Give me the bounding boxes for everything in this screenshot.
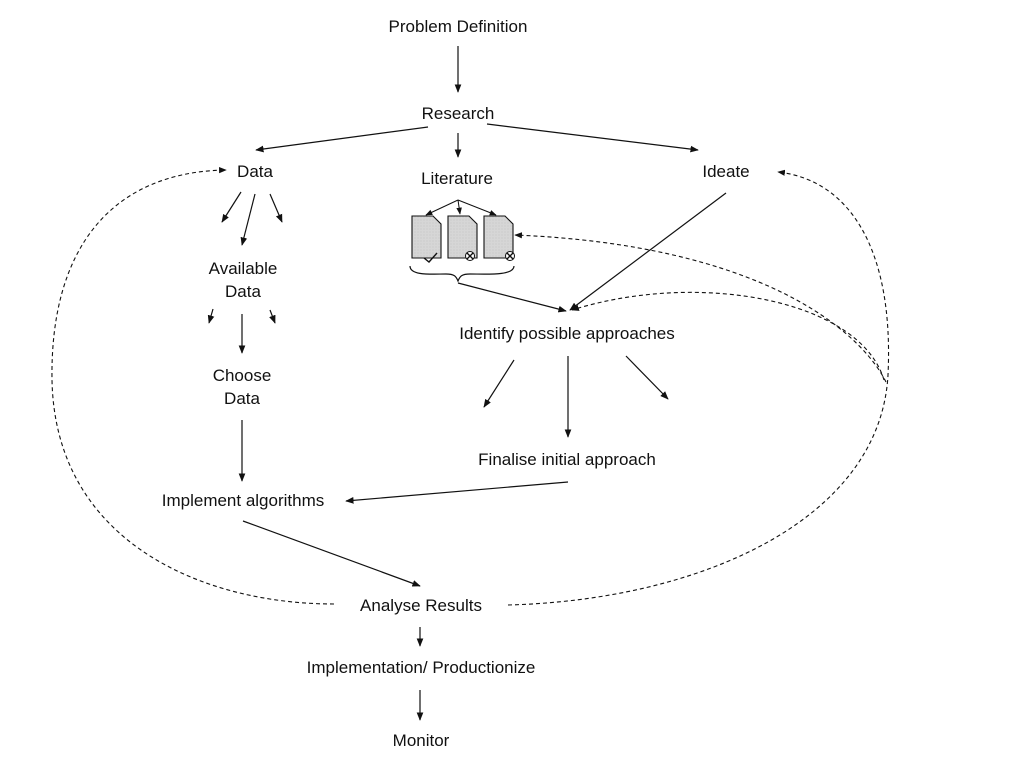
arrow-data-to-available bbox=[240, 193, 256, 246]
node-choose-data: Choose Data bbox=[212, 366, 272, 408]
node-available-data: Available Data bbox=[208, 259, 278, 301]
arrow-finalise-to-implement bbox=[345, 481, 569, 504]
node-research: Research bbox=[421, 104, 495, 123]
dashed-loop-to-identify bbox=[571, 291, 885, 381]
arrow-data-branch-left bbox=[221, 191, 242, 223]
arrow-identify-branch-right bbox=[625, 355, 669, 400]
node-identify-approaches: Identify possible approaches bbox=[459, 324, 675, 343]
arrow-literature-doc-1 bbox=[425, 199, 459, 216]
arrow-data-branch-right bbox=[269, 193, 283, 223]
document-icon bbox=[483, 215, 514, 259]
arrow-identify-branch-left bbox=[483, 359, 515, 408]
node-finalise-approach: Finalise initial approach bbox=[478, 450, 656, 469]
arrow-implement-to-analyse bbox=[242, 520, 421, 587]
arrow-research-to-data bbox=[255, 126, 429, 153]
dashed-loop-analyse-to-ideate bbox=[507, 169, 890, 606]
arrow-available-branch-right bbox=[269, 309, 276, 324]
node-literature: Literature bbox=[421, 169, 493, 188]
arrow-literature-to-identify bbox=[457, 282, 567, 313]
cross-mark-icon bbox=[465, 251, 475, 261]
dashed-loop-analyse-to-data bbox=[51, 167, 335, 605]
brace-icon bbox=[409, 265, 515, 283]
arrow-literature-doc-3 bbox=[457, 199, 497, 216]
document-icon bbox=[447, 215, 478, 259]
arrow-ideate-to-identify bbox=[569, 192, 727, 311]
document-icon bbox=[411, 215, 442, 259]
node-monitor: Monitor bbox=[392, 731, 450, 750]
node-analyse-results: Analyse Results bbox=[360, 596, 482, 615]
cross-mark-icon bbox=[505, 251, 515, 261]
node-productionize: Implementation/ Productionize bbox=[306, 658, 536, 677]
arrow-literature-doc-2 bbox=[456, 199, 462, 215]
dashed-loop-to-literature bbox=[514, 232, 887, 383]
arrow-research-to-ideate bbox=[486, 123, 699, 153]
check-mark-icon bbox=[423, 252, 438, 263]
node-ideate: Ideate bbox=[702, 162, 750, 181]
arrow-available-branch-left bbox=[207, 308, 215, 324]
node-data: Data bbox=[237, 162, 273, 181]
node-implement-algorithms: Implement algorithms bbox=[161, 491, 325, 510]
node-problem-definition: Problem Definition bbox=[388, 17, 528, 36]
